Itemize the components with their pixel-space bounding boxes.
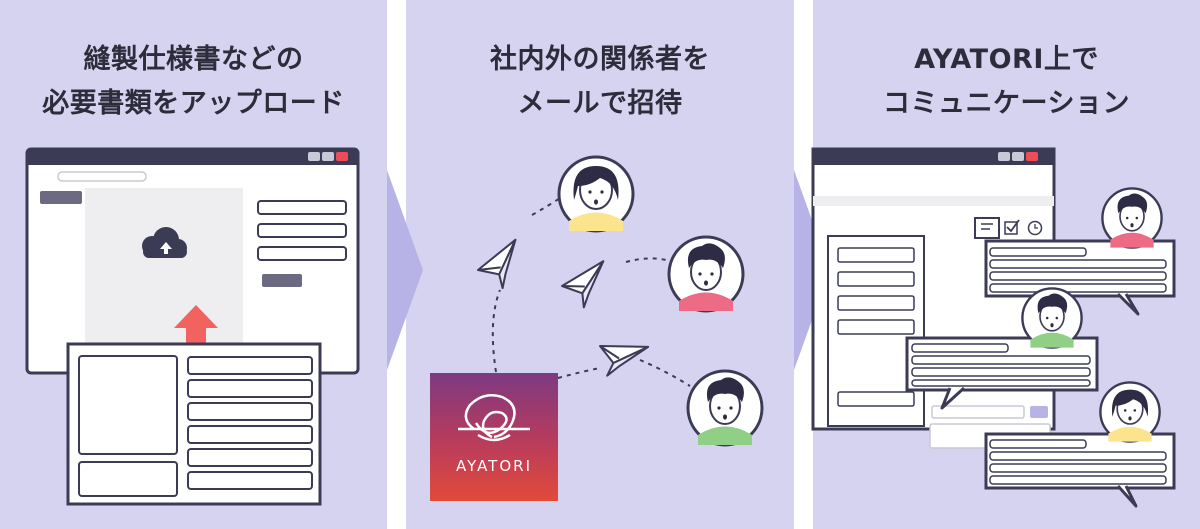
step-title-communicate: AYATORI上で コミュニケーション	[883, 44, 1130, 119]
paper-plane-icon	[590, 331, 650, 386]
checkbox-tab-icon	[1004, 219, 1020, 235]
step-title-upload: 縫製仕様書などの 必要書類をアップロード	[42, 44, 345, 119]
paper-plane-icon	[557, 260, 614, 313]
avatar-green	[686, 369, 764, 447]
avatar-green-small	[1021, 287, 1083, 349]
spec-document	[66, 342, 322, 506]
knot-icon	[458, 394, 530, 442]
cloud-upload-icon	[142, 227, 187, 258]
step-title-invite: 社内外の関係者を メールで招待	[490, 44, 710, 119]
upload-arrow-icon	[174, 305, 218, 356]
ayatori-logo: AYATORI	[430, 373, 558, 501]
chat-bubble	[905, 336, 1099, 410]
chat-tab-icon	[974, 217, 1000, 239]
app-window	[811, 147, 1056, 449]
chat-bubble	[984, 432, 1176, 508]
chat-bubble	[984, 239, 1176, 316]
avatar-yellow-small	[1099, 381, 1161, 443]
avatar-yellow	[557, 155, 635, 233]
paper-plane-icon	[471, 238, 532, 296]
clock-tab-icon	[1027, 220, 1043, 236]
logo-text: AYATORI	[455, 457, 532, 475]
avatar-pink-small	[1101, 187, 1163, 249]
upload-window	[25, 147, 360, 375]
avatar-pink	[667, 235, 745, 313]
